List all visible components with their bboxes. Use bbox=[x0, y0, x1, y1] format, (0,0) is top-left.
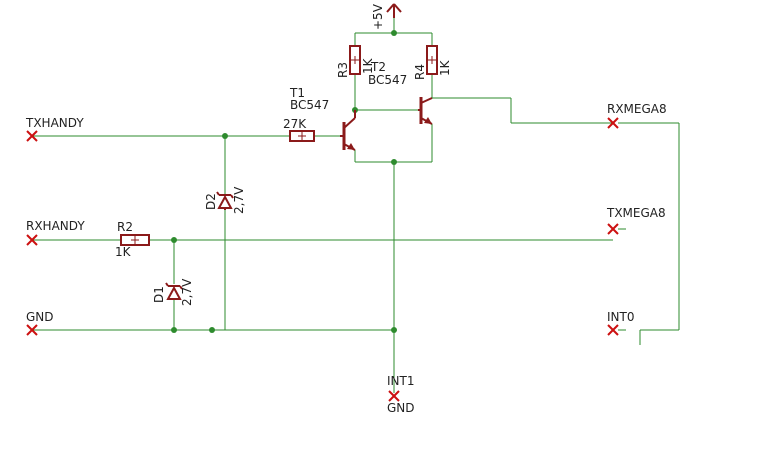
r4-value: 1K bbox=[438, 59, 452, 76]
r1-value: 27K bbox=[283, 117, 307, 131]
r4-name: R4 bbox=[413, 64, 427, 80]
d2-name: D2 bbox=[204, 193, 218, 210]
resistor-r1[interactable]: 27K bbox=[283, 117, 315, 142]
zener-d1[interactable]: D1 2,7V bbox=[152, 278, 194, 306]
connector-txmega8[interactable]: TXMEGA8 bbox=[606, 206, 666, 235]
r3-name: R3 bbox=[336, 62, 350, 78]
supply-5v[interactable]: +5V bbox=[371, 3, 402, 30]
junction bbox=[391, 159, 397, 165]
junction bbox=[209, 327, 215, 333]
junction bbox=[391, 30, 397, 36]
d1-name: D1 bbox=[152, 286, 166, 303]
d1-value: 2,7V bbox=[180, 278, 194, 306]
connector-rxmega8[interactable]: RXMEGA8 bbox=[607, 102, 667, 129]
txmega8-label: TXMEGA8 bbox=[606, 206, 666, 220]
wires bbox=[32, 10, 680, 393]
int1-label: INT1 bbox=[387, 374, 414, 388]
int1-gnd-label: GND bbox=[387, 401, 415, 415]
supply-label: +5V bbox=[371, 3, 385, 30]
junction bbox=[171, 327, 177, 333]
transistor-t1[interactable]: T1 BC547 bbox=[289, 86, 356, 151]
connector-rxhandy[interactable]: RXHANDY bbox=[26, 219, 85, 246]
int0-label: INT0 bbox=[607, 310, 634, 324]
junction bbox=[222, 133, 228, 139]
t2-name: T2 bbox=[370, 60, 386, 74]
rxmega8-label: RXMEGA8 bbox=[607, 102, 667, 116]
connector-txhandy[interactable]: TXHANDY bbox=[25, 116, 84, 142]
t1-type: BC547 bbox=[290, 98, 329, 112]
junction bbox=[391, 327, 397, 333]
transistor-t2[interactable]: T2 BC547 bbox=[368, 60, 433, 125]
resistor-r3[interactable]: R3 1K bbox=[336, 45, 375, 78]
junction bbox=[171, 237, 177, 243]
connector-int0[interactable]: INT0 bbox=[607, 310, 634, 336]
r2-name: R2 bbox=[117, 220, 133, 234]
connector-int1[interactable]: INT1 GND bbox=[387, 374, 415, 415]
t1-name: T1 bbox=[289, 86, 305, 100]
txhandy-label: TXHANDY bbox=[25, 116, 84, 130]
r3-value: 1K bbox=[361, 57, 375, 74]
zener-d2[interactable]: D2 2,7V bbox=[204, 186, 246, 214]
connector-gnd[interactable]: GND bbox=[26, 310, 54, 336]
resistor-r2[interactable]: R2 1K bbox=[115, 220, 150, 259]
gnd-label: GND bbox=[26, 310, 54, 324]
junctions bbox=[171, 30, 397, 333]
d2-value: 2,7V bbox=[232, 186, 246, 214]
rxhandy-label: RXHANDY bbox=[26, 219, 85, 233]
r2-value: 1K bbox=[115, 245, 132, 259]
resistor-r4[interactable]: R4 1K bbox=[413, 45, 452, 80]
t2-type: BC547 bbox=[368, 73, 407, 87]
